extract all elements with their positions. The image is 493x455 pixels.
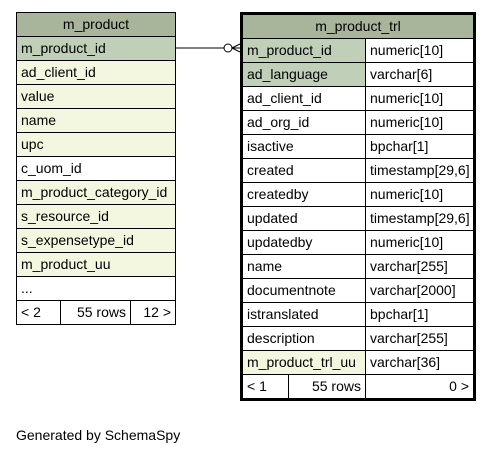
column-name: upc	[21, 136, 44, 152]
column-name: s_resource_id	[21, 208, 109, 224]
table-row[interactable]: m_product_id	[17, 37, 175, 61]
optional-marker-icon	[223, 43, 233, 53]
column-name: c_uom_id	[21, 160, 82, 176]
column-name: description	[243, 327, 366, 350]
column-type: numeric[10]	[370, 234, 444, 250]
next-page-link[interactable]: 0 >	[449, 378, 469, 394]
table-footer: < 1 55 rows 0 >	[243, 375, 473, 398]
column-type: timestamp[29,6]	[370, 162, 470, 178]
column-type: varchar[255]	[370, 258, 448, 274]
table-row[interactable]: m_product_category_id	[17, 181, 175, 205]
next-page-link[interactable]: 12 >	[143, 304, 171, 320]
column-name: name	[243, 255, 366, 278]
column-name: ad_client_id	[21, 64, 96, 80]
table-row[interactable]: s_expensetype_id	[17, 229, 175, 253]
column-name: m_product_id	[21, 40, 106, 56]
column-name: ad_language	[243, 63, 366, 86]
column-name: ...	[21, 280, 33, 296]
table-row[interactable]: name	[17, 109, 175, 133]
prev-page-link[interactable]: < 1	[243, 375, 289, 398]
column-type: timestamp[29,6]	[370, 210, 470, 226]
table-footer: < 2 55 rows 12 >	[17, 301, 175, 324]
column-name: isactive	[243, 135, 366, 158]
row-count: 55 rows	[289, 375, 366, 398]
column-type: varchar[36]	[370, 354, 441, 370]
column-type: numeric[10]	[370, 114, 444, 130]
table-title[interactable]: m_product_trl	[243, 15, 473, 39]
column-name: m_product_category_id	[21, 184, 168, 200]
generated-by-credit[interactable]: Generated by SchemaSpy	[16, 427, 181, 443]
table-row[interactable]: upc	[17, 133, 175, 157]
column-type: bpchar[1]	[370, 306, 429, 322]
column-name: createdby	[243, 183, 366, 206]
column-name: created	[243, 159, 366, 182]
table-title[interactable]: m_product	[17, 13, 175, 37]
column-type: bpchar[1]	[370, 138, 429, 154]
column-type: numeric[10]	[370, 186, 444, 202]
table-row[interactable]: ...	[17, 277, 175, 301]
column-name: ad_org_id	[243, 111, 366, 134]
column-type: numeric[10]	[370, 42, 444, 58]
column-type: varchar[255]	[370, 330, 448, 346]
table-row[interactable]: m_product_uu	[17, 253, 175, 277]
column-type: varchar[2000]	[370, 282, 456, 298]
column-name: updatedby	[243, 231, 366, 254]
column-name: m_product_uu	[21, 256, 111, 272]
column-type: varchar[6]	[370, 66, 433, 82]
table-row[interactable]: ad_client_id	[17, 61, 175, 85]
column-name: documentnote	[243, 279, 366, 302]
column-type: numeric[10]	[370, 90, 444, 106]
column-name: istranslated	[243, 303, 366, 326]
table-row[interactable]: s_resource_id	[17, 205, 175, 229]
crows-foot-icon	[231, 43, 241, 49]
crows-foot-icon	[231, 47, 241, 53]
column-name: s_expensetype_id	[21, 232, 134, 248]
column-name: updated	[243, 207, 366, 230]
row-count: 55 rows	[61, 301, 131, 324]
column-name: m_product_trl_uu	[243, 351, 366, 374]
column-name: ad_client_id	[243, 87, 366, 110]
table-row[interactable]: value	[17, 85, 175, 109]
column-name: value	[21, 88, 55, 104]
prev-page-link[interactable]: < 2	[17, 301, 61, 324]
table-row[interactable]: c_uom_id	[17, 157, 175, 181]
column-name: m_product_id	[243, 39, 366, 62]
column-name: name	[21, 112, 57, 128]
